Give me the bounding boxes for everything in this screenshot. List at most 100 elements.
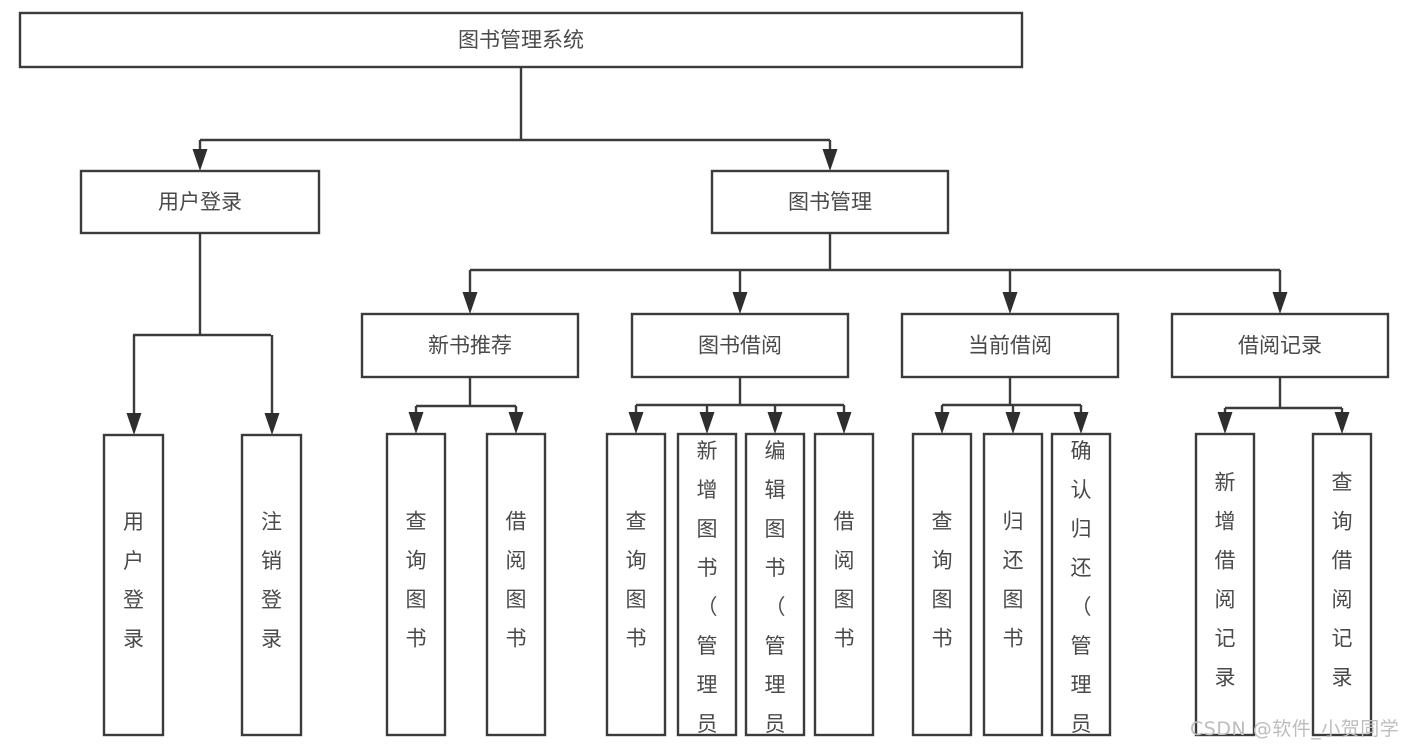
arrow-head-icon [822, 149, 838, 171]
node-leaf-add-borrow-record[interactable]: 新增借阅记录 [1194, 432, 1256, 737]
node-box [240, 433, 303, 737]
node-box [1311, 432, 1373, 737]
connector-arrow [264, 335, 280, 435]
connector-arrow [462, 270, 478, 314]
node-leaf-query-book-recommend[interactable]: 查询图书 [385, 432, 447, 737]
node-label: 新书推荐 [428, 334, 512, 358]
arrow-head-icon [1272, 292, 1288, 314]
connector-arrow [934, 405, 950, 434]
node-box [676, 432, 738, 737]
connector-arrow [836, 405, 852, 434]
connector-arrow [1217, 408, 1233, 434]
connector-arrow [408, 406, 424, 434]
node-box [360, 312, 580, 379]
node-label: 查询图书 [406, 510, 427, 651]
connector-arrow [732, 270, 748, 314]
node-leaf-query-book-borrow[interactable]: 查询图书 [605, 432, 667, 737]
node-label: 图书管理 [788, 190, 872, 214]
node-label: 借阅图书 [834, 510, 855, 651]
connector-arrow [126, 335, 142, 435]
connector-arrow [1334, 408, 1350, 434]
arrow-head-icon [1002, 292, 1018, 314]
node-label: 编辑图书（管理员） [765, 439, 786, 747]
connector-layer [126, 67, 1350, 435]
node-label: 当前借阅 [968, 334, 1052, 358]
node-label: 新增借阅记录 [1215, 471, 1236, 690]
connector-arrow [508, 406, 524, 434]
connector-arrow [767, 405, 783, 434]
node-box [605, 432, 667, 737]
node-box [18, 11, 1024, 69]
node-leaf-confirm-return[interactable]: 确认归还（管理员） [1050, 432, 1112, 747]
arrow-head-icon [699, 412, 715, 434]
node-user-login[interactable]: 用户登录 [79, 169, 321, 235]
node-label: 用户登录 [158, 190, 242, 214]
arrow-head-icon [767, 412, 783, 434]
node-box [102, 433, 165, 737]
node-box [710, 169, 950, 235]
node-label: 用户登录 [123, 510, 144, 651]
arrow-head-icon [934, 412, 950, 434]
node-leaf-query-borrow-record[interactable]: 查询借阅记录 [1311, 432, 1373, 737]
arrow-head-icon [264, 413, 280, 435]
arrow-head-icon [1334, 412, 1350, 434]
arrow-head-icon [126, 413, 142, 435]
connector-arrow [628, 405, 644, 434]
arrow-head-icon [192, 149, 208, 171]
node-current-borrow[interactable]: 当前借阅 [900, 312, 1120, 379]
node-leaf-borrow-book-recommend[interactable]: 借阅图书 [485, 432, 547, 737]
node-book-management[interactable]: 图书管理 [710, 169, 950, 235]
connector-arrow [192, 140, 208, 171]
node-label: 图书借阅 [698, 334, 782, 358]
node-label: 归还图书 [1003, 510, 1024, 651]
node-leaf-borrow-book[interactable]: 借阅图书 [813, 432, 875, 737]
node-box [813, 432, 875, 737]
node-book-borrow[interactable]: 图书借阅 [630, 312, 850, 379]
arrow-head-icon [732, 292, 748, 314]
node-leaf-query-book-current[interactable]: 查询图书 [911, 432, 973, 737]
arrow-head-icon [408, 412, 424, 434]
node-leaf-return-book[interactable]: 归还图书 [982, 432, 1044, 737]
connector-arrow [1272, 270, 1288, 314]
node-label: 图书管理系统 [458, 28, 584, 52]
arrow-head-icon [508, 412, 524, 434]
node-box [79, 169, 321, 235]
node-root[interactable]: 图书管理系统 [18, 11, 1024, 69]
node-layer: 图书管理系统用户登录图书管理新书推荐图书借阅当前借阅借阅记录用户登录注销登录查询… [18, 11, 1390, 747]
node-new-book-recommend[interactable]: 新书推荐 [360, 312, 580, 379]
connector-arrow [1073, 405, 1089, 434]
node-label: 借阅记录 [1238, 334, 1322, 358]
node-box [1170, 312, 1390, 379]
arrow-head-icon [462, 292, 478, 314]
connector-arrow [1002, 270, 1018, 314]
arrow-head-icon [1005, 412, 1021, 434]
node-borrow-record[interactable]: 借阅记录 [1170, 312, 1390, 379]
node-leaf-add-book[interactable]: 新增图书（管理员） [676, 432, 738, 747]
node-box [744, 432, 806, 737]
connector-arrow [1005, 405, 1021, 434]
node-box [900, 312, 1120, 379]
node-leaf-user-login[interactable]: 用户登录 [102, 433, 165, 737]
node-label: 查询图书 [932, 510, 953, 651]
node-label: 查询图书 [626, 510, 647, 651]
node-label: 新增图书（管理员） [697, 439, 718, 747]
node-leaf-user-logout[interactable]: 注销登录 [240, 433, 303, 737]
node-box [982, 432, 1044, 737]
node-label: 确认归还（管理员） [1071, 439, 1092, 747]
node-leaf-edit-book[interactable]: 编辑图书（管理员） [744, 432, 806, 747]
arrow-head-icon [1073, 412, 1089, 434]
node-box [911, 432, 973, 737]
connector-arrow [822, 140, 838, 171]
node-box [385, 432, 447, 737]
node-box [630, 312, 850, 379]
node-box [1050, 432, 1112, 737]
node-box [1194, 432, 1256, 737]
arrow-head-icon [628, 412, 644, 434]
node-box [485, 432, 547, 737]
node-label: 注销登录 [261, 510, 282, 651]
arrow-head-icon [1217, 412, 1233, 434]
arrow-head-icon [836, 412, 852, 434]
node-label: 借阅图书 [506, 510, 527, 651]
